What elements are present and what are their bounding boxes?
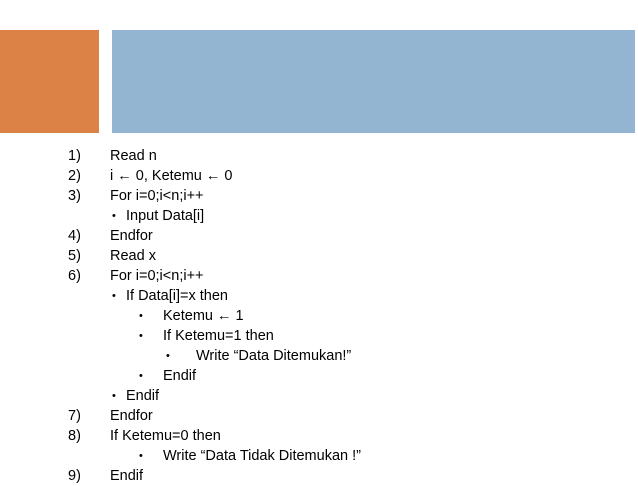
step-number: 6) — [68, 268, 81, 284]
algorithm-line: 8) If Ketemu=0 then — [0, 426, 638, 446]
step-number: 1) — [68, 148, 81, 164]
algorithm-line-text: For i=0;i<n;i++ — [110, 268, 204, 284]
bullet-icon: • — [139, 370, 143, 382]
bullet-icon: • — [112, 210, 116, 222]
banner-title-placeholder-blue — [112, 30, 635, 133]
bullet-icon: • — [166, 350, 170, 362]
algorithm-line: • Input Data[i] — [0, 206, 638, 226]
banner-accent-orange — [0, 30, 99, 133]
algorithm-line-text: Write “Data Tidak Ditemukan !” — [163, 448, 361, 464]
algorithm-line: • Endif — [0, 386, 638, 406]
algorithm-line: 7) Endfor — [0, 406, 638, 426]
algorithm-line-text: Endif — [163, 368, 197, 384]
step-number: 7) — [68, 408, 81, 424]
step-number: 5) — [68, 248, 81, 264]
algorithm-line: 3) For i=0;i<n;i++ — [0, 186, 638, 206]
bullet-icon: • — [112, 390, 116, 402]
algorithm-line: • Endif — [0, 366, 638, 386]
bullet-icon: • — [112, 290, 116, 302]
algorithm-line: 1) Read n — [0, 146, 638, 166]
bullet-icon: • — [139, 310, 143, 322]
algorithm-line: 4) Endfor — [0, 226, 638, 246]
algorithm-line: 5) Read x — [0, 246, 638, 266]
bullet-icon: • — [139, 450, 143, 462]
algorithm-line-text: If Ketemu=1 then — [163, 328, 274, 344]
algorithm-line-text: Endfor — [110, 408, 153, 424]
algorithm-line-text: Input Data[i] — [126, 208, 205, 224]
algorithm-line: 9) Endif — [0, 466, 638, 486]
algorithm-line-text: Endif — [110, 468, 144, 484]
algorithm-line: 6) For i=0;i<n;i++ — [0, 266, 638, 286]
step-number: 8) — [68, 428, 81, 444]
algorithm-line-text: Endfor — [110, 228, 153, 244]
step-number: 3) — [68, 188, 81, 204]
step-number: 4) — [68, 228, 81, 244]
algorithm-line-text: Endif — [126, 388, 160, 404]
algorithm-line: • If Ketemu=1 then — [0, 326, 638, 346]
algorithm-line-text: Read x — [110, 248, 156, 264]
algorithm-line: 2) i ← 0, Ketemu ← 0 — [0, 166, 638, 186]
algorithm-line-text: Write “Data Ditemukan!” — [196, 348, 352, 364]
algorithm-line: • Ketemu ← 1 — [0, 306, 638, 326]
algorithm-line-text: Ketemu ← 1 — [163, 308, 244, 324]
algorithm-line-text: If Ketemu=0 then — [110, 428, 221, 444]
algorithm-line: • Write “Data Ditemukan!” — [0, 346, 638, 366]
algorithm-line-text: For i=0;i<n;i++ — [110, 188, 204, 204]
step-number: 9) — [68, 468, 81, 484]
algorithm-line: • If Data[i]=x then — [0, 286, 638, 306]
algorithm-line-text: Read n — [110, 148, 157, 164]
header-banner — [0, 30, 638, 133]
algorithm-line: • Write “Data Tidak Ditemukan !” — [0, 446, 638, 466]
step-number: 2) — [68, 168, 81, 184]
bullet-icon: • — [139, 330, 143, 342]
algorithm-pseudocode-list: 1) Read n 2) i ← 0, Ketemu ← 0 3) For i=0;i<n… — [0, 146, 638, 486]
algorithm-line-text: If Data[i]=x then — [126, 288, 228, 304]
algorithm-line-text: i ← 0, Ketemu ← 0 — [110, 168, 233, 184]
